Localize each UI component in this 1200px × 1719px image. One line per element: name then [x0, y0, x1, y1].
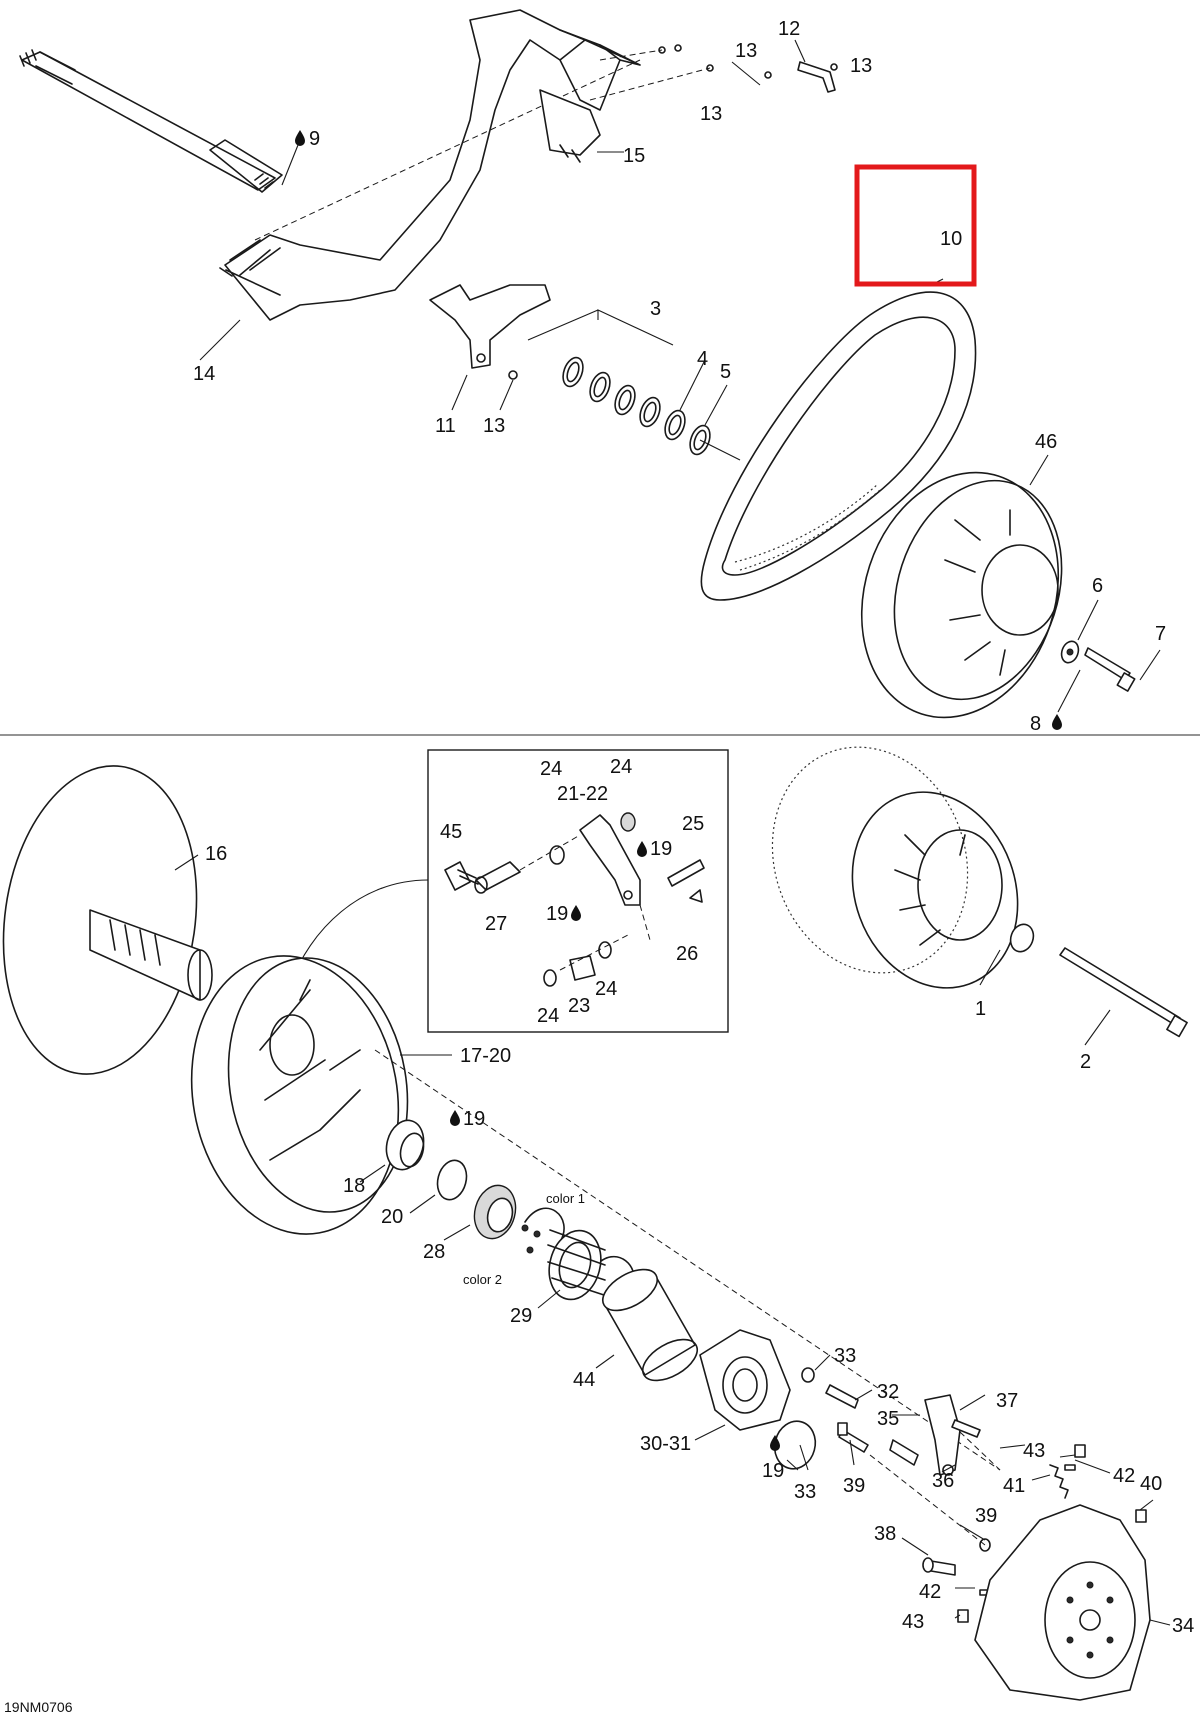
label-13: 13 — [850, 55, 872, 77]
label-7: 7 — [1155, 623, 1166, 645]
screws-13 — [508, 44, 838, 380]
roller-arm-35 — [889, 1394, 981, 1476]
sheave-17-20 — [190, 955, 1001, 1471]
label-33: 33 — [794, 1481, 816, 1503]
highlight-box — [854, 164, 977, 287]
bracket — [539, 89, 601, 163]
label-1: 1 — [975, 998, 986, 1020]
label-21-22: 21-22 — [557, 783, 608, 805]
label-34: 34 — [1172, 1615, 1194, 1637]
clip-12 — [797, 61, 836, 93]
label-38: 38 — [874, 1523, 896, 1545]
bolt-7 — [1084, 647, 1136, 692]
label-4: 4 — [697, 348, 708, 370]
label-23: 23 — [568, 995, 590, 1017]
label-13: 13 — [735, 40, 757, 62]
inset-parts — [444, 812, 705, 987]
label-29: 29 — [510, 1305, 532, 1327]
label-24: 24 — [540, 758, 562, 780]
label-17-20: 17-20 — [460, 1045, 511, 1067]
ghost-pulley — [771, 746, 1188, 1038]
oil-drop-icon — [1052, 714, 1062, 730]
label-41: 41 — [1003, 1475, 1025, 1497]
label-20: 20 — [381, 1206, 403, 1228]
label-19: 19 — [546, 903, 568, 925]
detail-inset-frame — [427, 749, 729, 1033]
label-19: 19 — [463, 1108, 485, 1130]
label-39: 39 — [843, 1475, 865, 1497]
label-9: 9 — [309, 128, 320, 150]
label-2: 2 — [1080, 1051, 1091, 1073]
label-35: 35 — [877, 1408, 899, 1430]
label-33: 33 — [834, 1345, 856, 1367]
label-42: 42 — [919, 1581, 941, 1603]
label-37: 37 — [996, 1390, 1018, 1412]
latch — [429, 284, 551, 369]
callout-labels: 9 14 11 13 3 4 5 15 13 13 12 13 10 46 6 … — [4, 18, 1194, 1715]
label-19: 19 — [650, 838, 672, 860]
label-30-31: 30-31 — [640, 1433, 691, 1455]
label-42: 42 — [1113, 1465, 1135, 1487]
drive-belt — [700, 291, 977, 601]
spring-cover-small-parts — [773, 1367, 869, 1470]
circlip-20 — [436, 1159, 468, 1201]
shims — [562, 356, 741, 461]
label-36: 36 — [932, 1470, 954, 1492]
washer-6 — [1060, 640, 1080, 664]
label-44: 44 — [573, 1369, 595, 1391]
label-12: 12 — [778, 18, 800, 40]
label-11: 11 — [435, 415, 456, 437]
label-24: 24 — [610, 756, 632, 778]
spring-note-color-2: color 2 — [463, 1272, 502, 1287]
label-26: 26 — [676, 943, 698, 965]
oil-drop-icon — [571, 905, 581, 921]
label-6: 6 — [1092, 575, 1103, 597]
oil-drop-icon — [295, 130, 305, 146]
belt-guard — [219, 9, 641, 321]
label-5: 5 — [720, 361, 731, 383]
cover-34 — [974, 1504, 1151, 1701]
label-24: 24 — [537, 1005, 559, 1027]
label-39: 39 — [975, 1505, 997, 1527]
label-43: 43 — [902, 1611, 924, 1633]
label-14: 14 — [193, 363, 215, 385]
label-13: 13 — [700, 103, 722, 125]
label-40: 40 — [1140, 1473, 1162, 1495]
label-28: 28 — [423, 1241, 445, 1263]
label-8: 8 — [1030, 713, 1041, 735]
label-15: 15 — [623, 145, 645, 167]
label-10: 10 — [940, 228, 962, 250]
label-18: 18 — [343, 1175, 365, 1197]
label-43: 43 — [1023, 1440, 1045, 1462]
drive-shaft — [19, 49, 283, 193]
sheave-16 — [2, 765, 213, 1075]
label-24: 24 — [595, 978, 617, 1000]
spring-note-color-1: color 1 — [546, 1191, 585, 1206]
drawing-code: 19NM0706 — [4, 1699, 73, 1715]
seal-28 — [473, 1184, 517, 1240]
label-27: 27 — [485, 913, 507, 935]
label-32: 32 — [877, 1381, 899, 1403]
oil-drop-icon — [450, 1110, 460, 1126]
oil-drop-icon — [637, 841, 647, 857]
sleeve-44 — [602, 1268, 698, 1382]
bushing-18 — [385, 1119, 425, 1171]
label-45: 45 — [440, 821, 462, 843]
driven-pulley — [860, 471, 1063, 719]
leader-lines — [174, 39, 1171, 1626]
label-19: 19 — [762, 1460, 784, 1482]
spider-30-31 — [699, 1329, 791, 1431]
label-3: 3 — [650, 298, 661, 320]
small-hardware-38-43 — [869, 1431, 1147, 1623]
label-25: 25 — [682, 813, 704, 835]
label-46: 46 — [1035, 431, 1057, 453]
label-16: 16 — [205, 843, 227, 865]
label-13: 13 — [483, 415, 505, 437]
